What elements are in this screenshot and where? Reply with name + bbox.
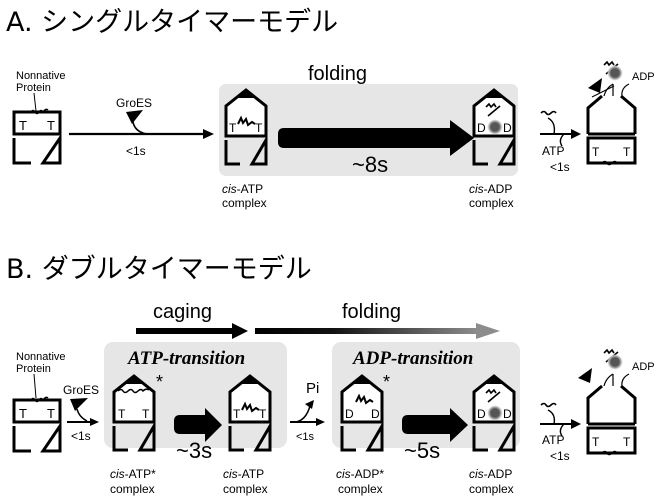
folding-arrow-a [278,120,474,156]
svg-text:T: T [623,435,631,449]
svg-text:cis-ADP: cis-ADP [469,182,512,196]
step1-time: ~3s [176,438,212,463]
cis-adp-star-complex: D D [340,374,384,452]
nonnative-label-b-line1: Nonnative [16,351,66,363]
svg-text:D: D [371,407,380,421]
cis-atp-star-complex: T T [112,374,156,452]
svg-text:D: D [503,121,512,135]
phase-label-caging: caging [153,301,212,323]
phase-label-folding-a: folding [308,63,367,85]
svg-text:T: T [623,145,631,159]
svg-text:T: T [47,406,55,421]
release-time-b: <1s [550,449,570,463]
svg-text:cis-ADP*: cis-ADP* [336,467,384,481]
folding-phase-bar-b [255,328,477,334]
panel-title-atp-transition: ATP-transition [127,348,245,369]
complex-label-cis-adp-star: cis-ADP* complex [336,467,384,496]
complex-label-cis-atp-b: cis-ATP complex [223,467,268,496]
svg-text:T: T [229,121,237,135]
groel-apo-a: T T [12,108,62,165]
release-atp-b: ATP [542,433,564,447]
bind-time-a: <1s [126,144,146,158]
incoming-protein-icon [540,402,557,408]
pi-time: <1s [296,431,315,443]
pi-label: Pi [306,380,319,397]
label-leader-line [33,92,37,112]
complex-label-cis-adp-a: cis-ADP complex [469,182,514,210]
svg-text:T: T [47,118,55,133]
svg-text:T: T [142,407,150,421]
star-mark-1: * [156,372,163,392]
star-mark-2: * [383,372,390,392]
svg-text:D: D [477,121,486,135]
cis-atp-complex-b: T T [228,374,272,452]
groes-cap-icon [126,110,143,124]
pi-release-arrow [295,405,311,423]
section-b-title: B. ダブルタイマーモデル [6,254,312,285]
svg-text:T: T [592,145,600,159]
svg-text:cis-ATP: cis-ATP [223,467,264,481]
incoming-protein-icon [540,110,557,116]
complex-label-cis-adp-b: cis-ADP complex [469,467,514,496]
step2-time: ~5s [404,438,440,463]
complex-label-cis-atp-star: cis-ATP* complex [110,467,156,496]
caging-arrow [174,408,222,442]
groel-trans-ring-b: T T [586,384,637,456]
svg-text:cis-ADP: cis-ADP [469,467,512,481]
nonnative-protein-icon [30,396,49,403]
svg-text:complex: complex [469,196,514,210]
svg-text:D: D [503,407,512,421]
svg-text:complex: complex [469,482,514,496]
released-groes-icon [578,368,592,383]
adp-label-b: ADP [632,361,655,373]
groel-apo-b: T T [12,396,62,453]
svg-text:T: T [19,118,27,133]
release-time-a: <1s [550,160,570,174]
panel-title-adp-transition: ADP-transition [352,348,473,369]
nonnative-label-b-line2: Protein [16,363,51,375]
svg-text:D: D [477,407,486,421]
svg-text:T: T [233,407,241,421]
step-time-a: ~8s [352,152,388,177]
complex-label-cis-atp-a: cis-ATP complex [222,182,267,210]
section-a-title: A. シングルタイマーモデル [6,7,338,38]
groes-label-b: GroES [63,383,99,397]
svg-text:T: T [19,406,27,421]
svg-text:complex: complex [110,482,155,496]
groes-cap-icon [70,398,88,411]
svg-text:complex: complex [338,482,383,496]
nonnative-protein-icon [30,108,49,115]
folding-arrow-b [402,408,468,442]
svg-text:cis-ATP: cis-ATP [222,182,263,196]
cis-atp-complex-a: T T [224,88,268,166]
adp-label-a: ADP [632,71,655,83]
cis-adp-complex-a: D D [472,88,516,166]
caging-phase-bar [136,328,234,334]
phase-label-folding-b: folding [342,301,401,323]
svg-text:T: T [255,121,263,135]
svg-text:T: T [259,407,267,421]
released-groes-icon [588,78,602,93]
svg-text:T: T [118,407,126,421]
groes-label-a: GroES [116,96,152,110]
svg-text:complex: complex [223,482,268,496]
svg-text:D: D [345,407,354,421]
release-atp-a: ATP [542,144,564,158]
cis-adp-complex-b: D D [472,374,516,452]
svg-text:complex: complex [222,196,267,210]
bind-time-b: <1s [71,429,91,443]
nonnative-label-a-line2: Protein [16,82,51,94]
svg-text:T: T [592,435,600,449]
groel-trans-ring-a: T T [586,85,637,166]
svg-text:cis-ATP*: cis-ATP* [110,467,156,481]
nonnative-label-a-line1: Nonnative [16,70,66,82]
